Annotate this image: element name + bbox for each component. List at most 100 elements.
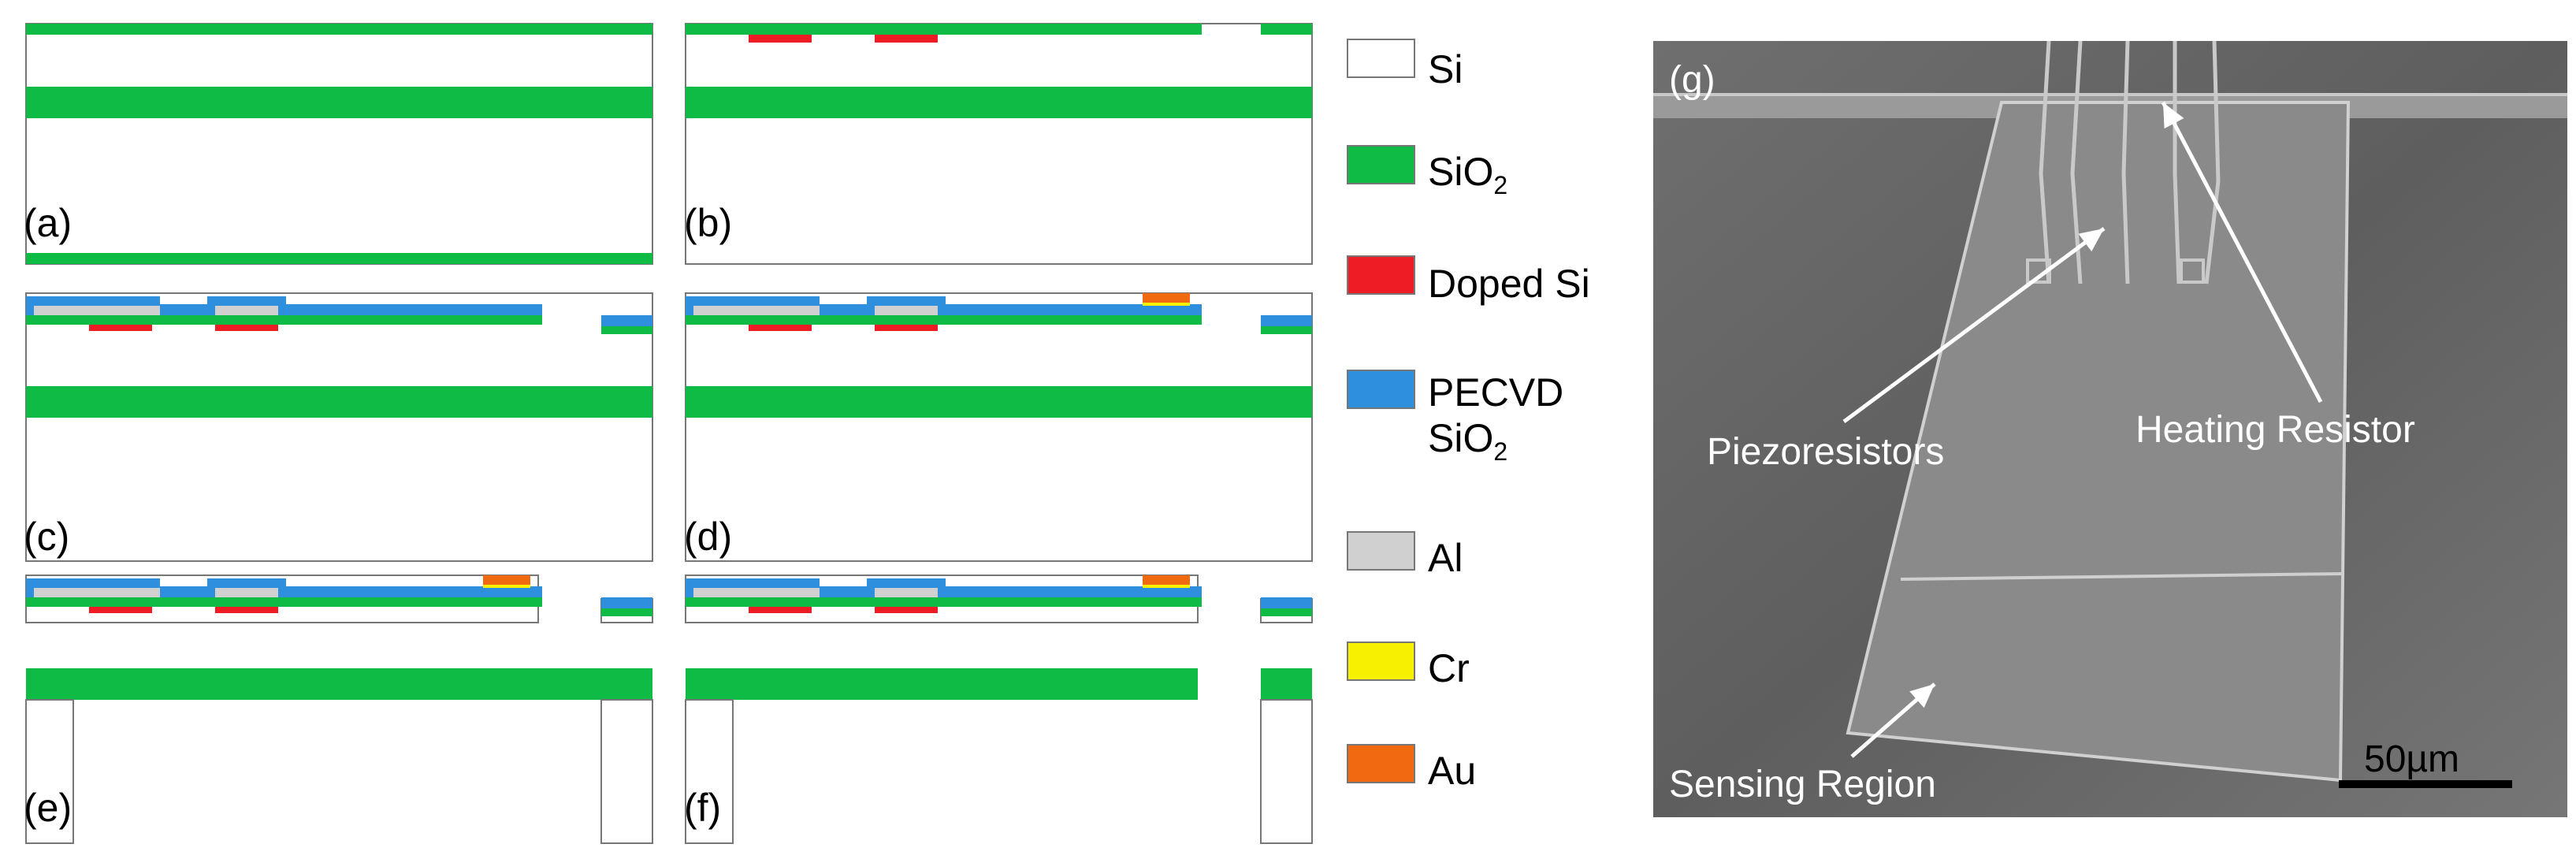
arrow-heating-resistor-shaft [2161,101,2323,403]
pecvd-bump-1 [686,578,820,588]
legend-swatch-3 [1347,370,1415,409]
si-substrate [25,292,653,562]
buried-oxide-layer [26,668,652,700]
panel-f [685,575,1313,844]
panel-label-a: (a) [24,201,72,245]
buried-oxide-layer [686,668,1198,700]
legend-swatch-5 [1347,641,1415,681]
si-substrate [25,23,653,265]
cr-layer [1143,303,1190,306]
al-contact-1 [34,588,160,597]
panel-b [685,23,1313,265]
panel-c [25,292,653,562]
al-contact-2 [875,588,938,597]
buried-oxide-layer [26,87,652,118]
legend-label-doped-si: Doped Si [1428,262,1590,306]
panel-d [685,292,1313,562]
sio2-device-layer-right [1261,326,1312,334]
legend-swatch-1 [1347,145,1415,184]
panel-label-b: (b) [684,201,733,245]
pecvd-bump-2 [207,578,286,588]
sio2-top-layer [26,24,652,35]
annotation-sensing-region: Sensing Region [1669,764,1936,805]
sensing-region-boundary [1900,572,2345,581]
al-contact-2 [875,306,938,315]
au-pad [1143,575,1190,585]
legend-swatch-0 [1347,39,1415,78]
pecvd-bump-1 [26,578,160,588]
arrow-sensing-region-head [1909,684,1935,708]
legend-swatch-2 [1347,255,1415,295]
scale-bar [2339,780,2512,788]
panel-label-e: (e) [24,786,72,830]
pecvd-bump-2 [207,296,286,306]
al-contact-2 [215,306,278,315]
pecvd-bump-2 [867,578,946,588]
doped-region-1 [89,607,152,613]
si-handle-right [1260,699,1313,844]
au-pad [1143,293,1190,303]
legend-label-si: Si [1428,47,1463,91]
annotation-piezoresistors: Piezoresistors [1707,431,1945,473]
pecvd-sio2-layer-right [601,315,652,326]
buried-oxide-layer [686,87,1312,118]
al-contact-1 [34,306,160,315]
sio2-top-layer [686,24,1202,35]
pecvd-bump-1 [26,296,160,306]
annotation-heating-resistor: Heating Resistor [2136,409,2415,451]
cr-layer [1143,585,1190,588]
doped-region-2 [875,35,938,43]
si-handle-right [600,699,653,844]
al-contact-1 [693,588,820,597]
sio2-device-layer-right [601,326,652,334]
doped-region-2 [875,325,938,331]
panel-label-d: (d) [684,515,733,559]
sio2-device-layer-right [601,608,652,616]
doped-region-1 [749,35,812,43]
buried-oxide-layer [686,386,1312,418]
panel-label-f: (f) [684,786,722,830]
si-substrate [685,23,1313,265]
doped-region-1 [749,325,812,331]
scale-bar-label: 50µm [2364,738,2460,780]
legend [1347,39,1415,783]
sem-top-rail-edge [1653,93,2567,96]
resistor-traces [2039,40,2221,284]
sem-image [1653,40,2567,817]
legend-label-cr: Cr [1428,646,1470,690]
sio2-device-layer [26,597,542,607]
arrow-piezoresistors-shaft [1842,226,2106,424]
doped-region-2 [215,325,278,331]
arrow-heating-resistor-head [2163,102,2184,129]
arrow-piezoresistors-head [2078,229,2104,252]
pecvd-bump-1 [686,296,820,306]
legend-label-al: Al [1428,536,1463,580]
sio2-device-layer-right [1261,608,1312,616]
doped-region-2 [215,607,278,613]
si-handle-left [685,699,734,844]
doped-region-2 [875,607,938,613]
al-contact-1 [693,306,820,315]
pecvd-sio2-layer-right [1261,597,1312,608]
sio2-bottom-layer [26,253,652,264]
panel-label-g: (g) [1669,59,1715,101]
pecvd-sio2-layer-right [1261,315,1312,326]
pecvd-sio2-layer-right [601,597,652,608]
legend-label-au: Au [1428,749,1477,793]
panel-label-c: (c) [24,515,70,559]
cr-layer [483,585,530,588]
panel-e [25,575,653,844]
si-substrate [685,292,1313,562]
contact-pad-2 [2180,258,2205,284]
sio2-device-layer [686,315,1202,325]
pecvd-bump-2 [867,296,946,306]
buried-oxide-layer-right [1261,668,1312,700]
sio2-top-layer-right [1261,24,1312,35]
sio2-device-layer [686,597,1202,607]
legend-swatch-6 [1347,744,1415,783]
legend-swatch-4 [1347,531,1415,571]
panel-a [25,23,653,265]
doped-region-1 [89,325,152,331]
